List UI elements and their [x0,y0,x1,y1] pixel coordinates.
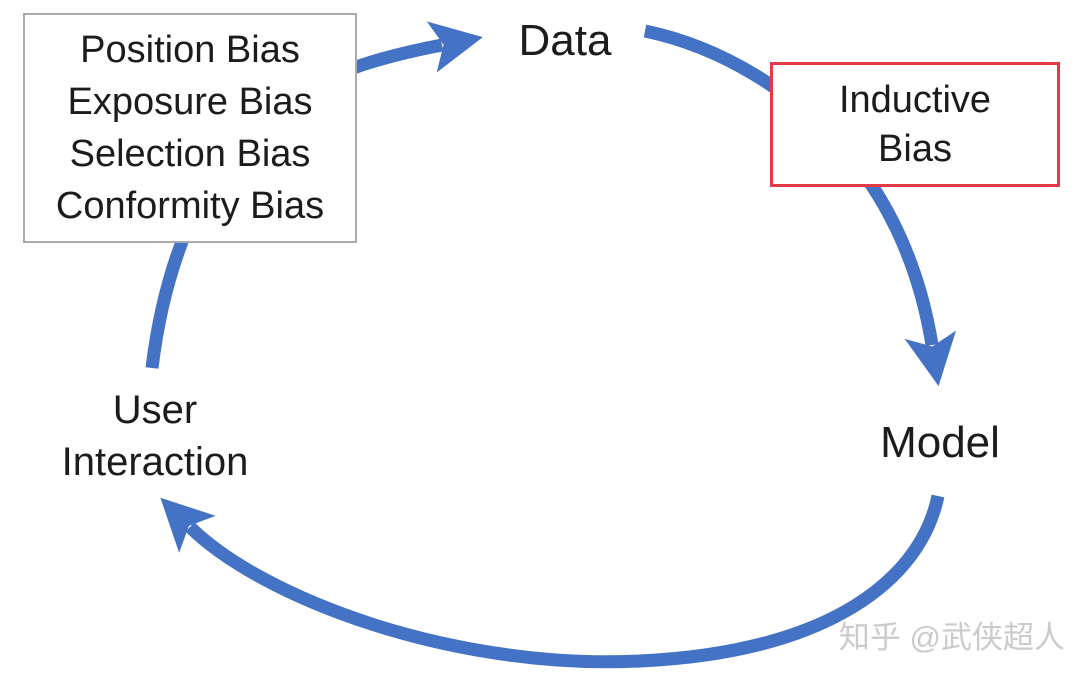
bias-item-exposure: Exposure Bias [67,81,313,123]
node-user-interaction-label: User Interaction [15,384,295,488]
node-model-label: Model [880,418,1000,467]
inductive-bias-line1: Inductive [838,78,992,121]
user-interaction-line2: Interaction [61,440,249,484]
user-interaction-line1: User [112,388,198,432]
bias-item-position: Position Bias [80,29,300,71]
inductive-bias-line2: Bias [878,127,952,170]
bias-item-selection: Selection Bias [69,133,311,175]
bias-item-conformity: Conformity Bias [55,185,325,227]
node-data-label: Data [518,16,612,65]
feedback-bias-list-box: Position Bias Exposure Bias Selection Bi… [23,13,357,243]
arrow-model-to-user-icon [160,494,945,669]
watermark-text: 知乎 @武侠超人 [838,620,1065,655]
inductive-bias-box: Inductive Bias [770,62,1060,187]
